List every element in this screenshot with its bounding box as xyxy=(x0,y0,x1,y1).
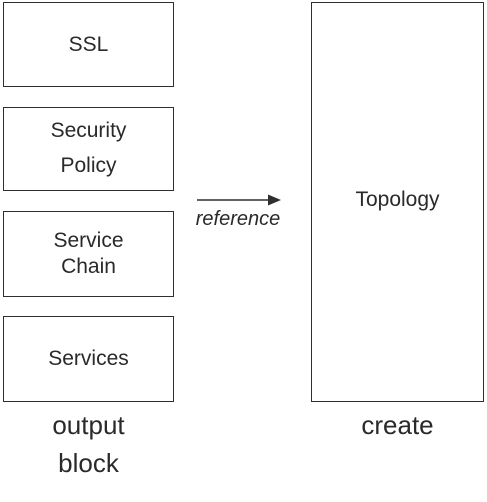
ssl-box: SSL xyxy=(3,2,174,87)
topology-label: Topology xyxy=(355,188,440,211)
reference-arrow xyxy=(197,194,281,206)
service-chain-box: Service Chain xyxy=(3,211,174,297)
services-label: Services xyxy=(48,347,129,371)
security-policy-box: Security Policy xyxy=(3,107,174,191)
arrow-head xyxy=(268,194,281,206)
services-box: Services xyxy=(3,316,174,402)
service-chain-label: Service Chain xyxy=(53,228,124,278)
reference-label: reference xyxy=(195,208,281,230)
topology-box: Topology xyxy=(311,2,484,402)
create-caption: create xyxy=(361,410,434,440)
output-block-caption: output block xyxy=(52,410,125,478)
security-policy-label: Security Policy xyxy=(50,119,127,177)
ssl-label: SSL xyxy=(68,32,109,56)
